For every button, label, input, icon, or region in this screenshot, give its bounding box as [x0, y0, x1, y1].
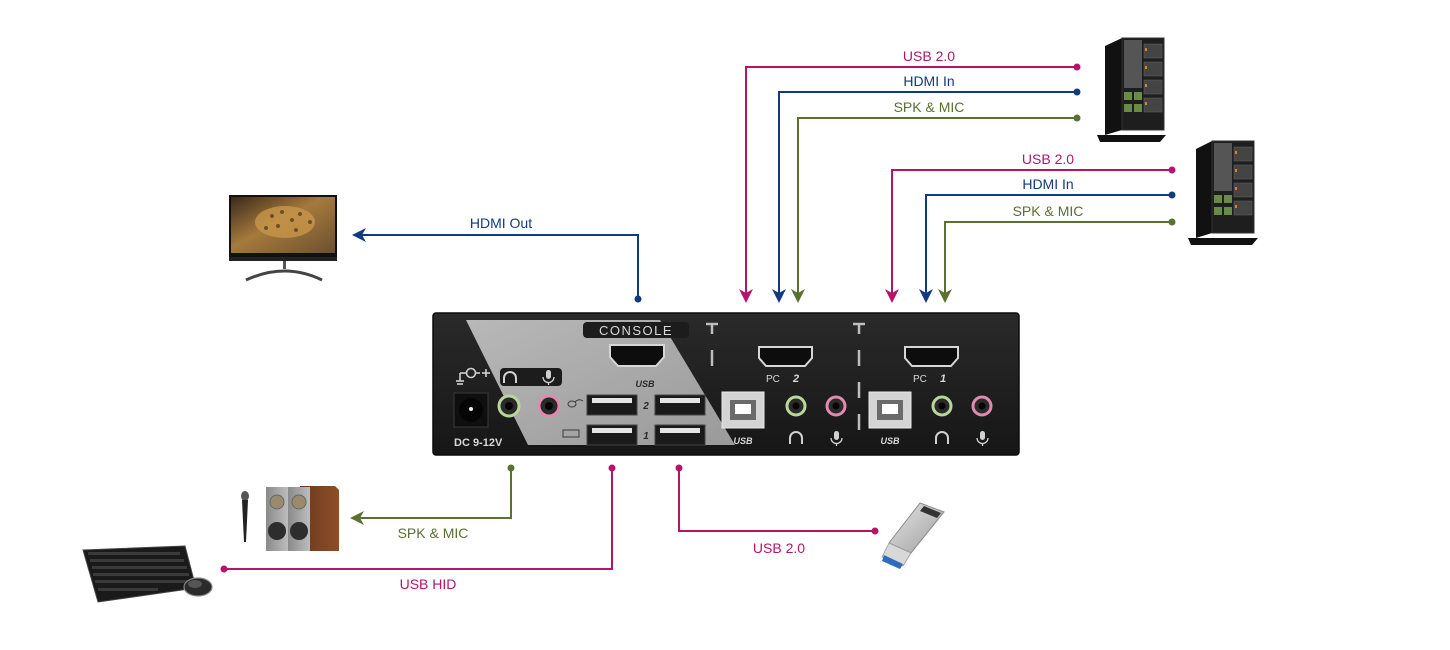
spk-mic-arrow-icon: [350, 511, 364, 525]
tower-server-2-icon: [1188, 140, 1258, 245]
pc-bottom-audio-arrow-icon: [938, 289, 952, 303]
pc-top-usb-dot: [1073, 63, 1081, 71]
speakers-microphone-icon: [241, 486, 339, 551]
console-label: CONSOLE: [599, 323, 673, 338]
console-hdmi-port: [609, 344, 665, 367]
pc-top-usb-label: USB 2.0: [903, 48, 955, 64]
dc-jack-pin: [469, 407, 473, 411]
power-symbol-icon: [456, 367, 490, 385]
console-usb-ports: 2 1: [586, 394, 706, 446]
arrowheads: [350, 228, 952, 525]
spk-mic-line: [358, 468, 512, 519]
pc2-headphone-jack: [785, 395, 807, 417]
pc-bottom-audio-label: SPK & MIC: [1013, 203, 1084, 219]
pc-bottom-audio-line: [944, 221, 1172, 297]
usb-drive-kvm-dot: [675, 464, 683, 472]
pc-top-hdmi-line: [778, 91, 1077, 297]
section-dividers: [706, 322, 865, 430]
pc1-mic-icon: [976, 431, 989, 446]
pc1-mic-jack: [971, 395, 993, 417]
hdmi-out-arrow-icon: [352, 228, 366, 242]
pc-top-audio-line: [797, 117, 1077, 297]
pc-top-hdmi-arrow-icon: [772, 289, 786, 303]
usb-drive-icon: [881, 502, 945, 569]
pc2-number: 2: [792, 373, 799, 385]
pc-top-hdmi-label: HDMI In: [903, 73, 954, 89]
usb-port-2-number: 2: [642, 401, 649, 412]
usb-drive-dot: [871, 527, 879, 535]
pc-bottom-hdmi-dot: [1168, 191, 1176, 199]
usb-port-1-number: 1: [643, 431, 649, 442]
connection-lines: [224, 66, 1172, 570]
usb-hid-kvm-dot: [608, 464, 616, 472]
pc-top-usb-line: [745, 66, 1077, 297]
console-mic-jack: [537, 394, 561, 418]
pc1-label: PC: [913, 374, 927, 385]
pc-bottom-usb-dot: [1168, 166, 1176, 174]
connection-labels: HDMI Out USB 2.0 HDMI In SPK & MIC USB 2…: [398, 48, 1084, 592]
pc1-usb-label: USB: [880, 436, 900, 446]
pc2-mic-icon: [830, 431, 843, 446]
monitor-icon: [229, 195, 337, 282]
pc-top-audio-label: SPK & MIC: [894, 99, 965, 115]
usb-drive-label: USB 2.0: [753, 540, 805, 556]
console-headphone-jack: [497, 394, 521, 418]
microphone-icon: [542, 370, 555, 385]
pc-bottom-hdmi-arrow-icon: [919, 289, 933, 303]
hdmi-out-line: [358, 234, 639, 299]
connection-dots: [220, 63, 1176, 573]
hdmi-out-dot: [634, 295, 642, 303]
console-label-bg: [583, 322, 689, 338]
pc-bottom-usb-line: [891, 169, 1172, 297]
pc-bottom-usb-arrow-icon: [885, 289, 899, 303]
keyboard-mouse-icon: [82, 545, 213, 603]
usb-drive-line: [678, 468, 875, 532]
pc2-label: PC: [766, 374, 780, 385]
pc1-headphone-icon: [935, 431, 949, 444]
usb-hid-label: USB HID: [400, 576, 457, 592]
pc-bottom-hdmi-line: [925, 194, 1172, 297]
tower-server-1-icon: [1097, 37, 1166, 142]
console-usb-label: USB: [635, 379, 655, 389]
mouse-pictogram-icon: [567, 399, 584, 408]
headphone-icon: [503, 371, 517, 383]
kvm-switch: CONSOLE DC 9-12V: [432, 312, 1020, 456]
pc2-headphone-icon: [789, 431, 803, 444]
pc2-usb-label: USB: [733, 436, 753, 446]
hdmi-out-label: HDMI Out: [470, 215, 532, 231]
pc1-number: 1: [940, 373, 946, 385]
usb-hid-line: [224, 468, 613, 570]
keyboard-pictogram-icon: [562, 429, 580, 438]
pc-bottom-audio-dot: [1168, 218, 1176, 226]
spk-mic-dot: [507, 464, 515, 472]
pc-top-hdmi-dot: [1073, 88, 1081, 96]
audio-icon-band: [500, 368, 562, 386]
pc1-hdmi-port: [904, 346, 959, 367]
pc-top-usb-arrow-icon: [739, 289, 753, 303]
pc-bottom-hdmi-label: HDMI In: [1022, 176, 1073, 192]
dc-label: DC 9-12V: [454, 437, 503, 449]
pc2-mic-jack: [825, 395, 847, 417]
pc-top-audio-dot: [1073, 114, 1081, 122]
spk-mic-label: SPK & MIC: [398, 525, 469, 541]
pc1-headphone-jack: [931, 395, 953, 417]
pc-bottom-usb-label: USB 2.0: [1022, 151, 1074, 167]
usb-hid-keyboard-dot: [220, 565, 228, 573]
pc-top-audio-arrow-icon: [791, 289, 805, 303]
pc2-hdmi-port: [758, 346, 813, 367]
